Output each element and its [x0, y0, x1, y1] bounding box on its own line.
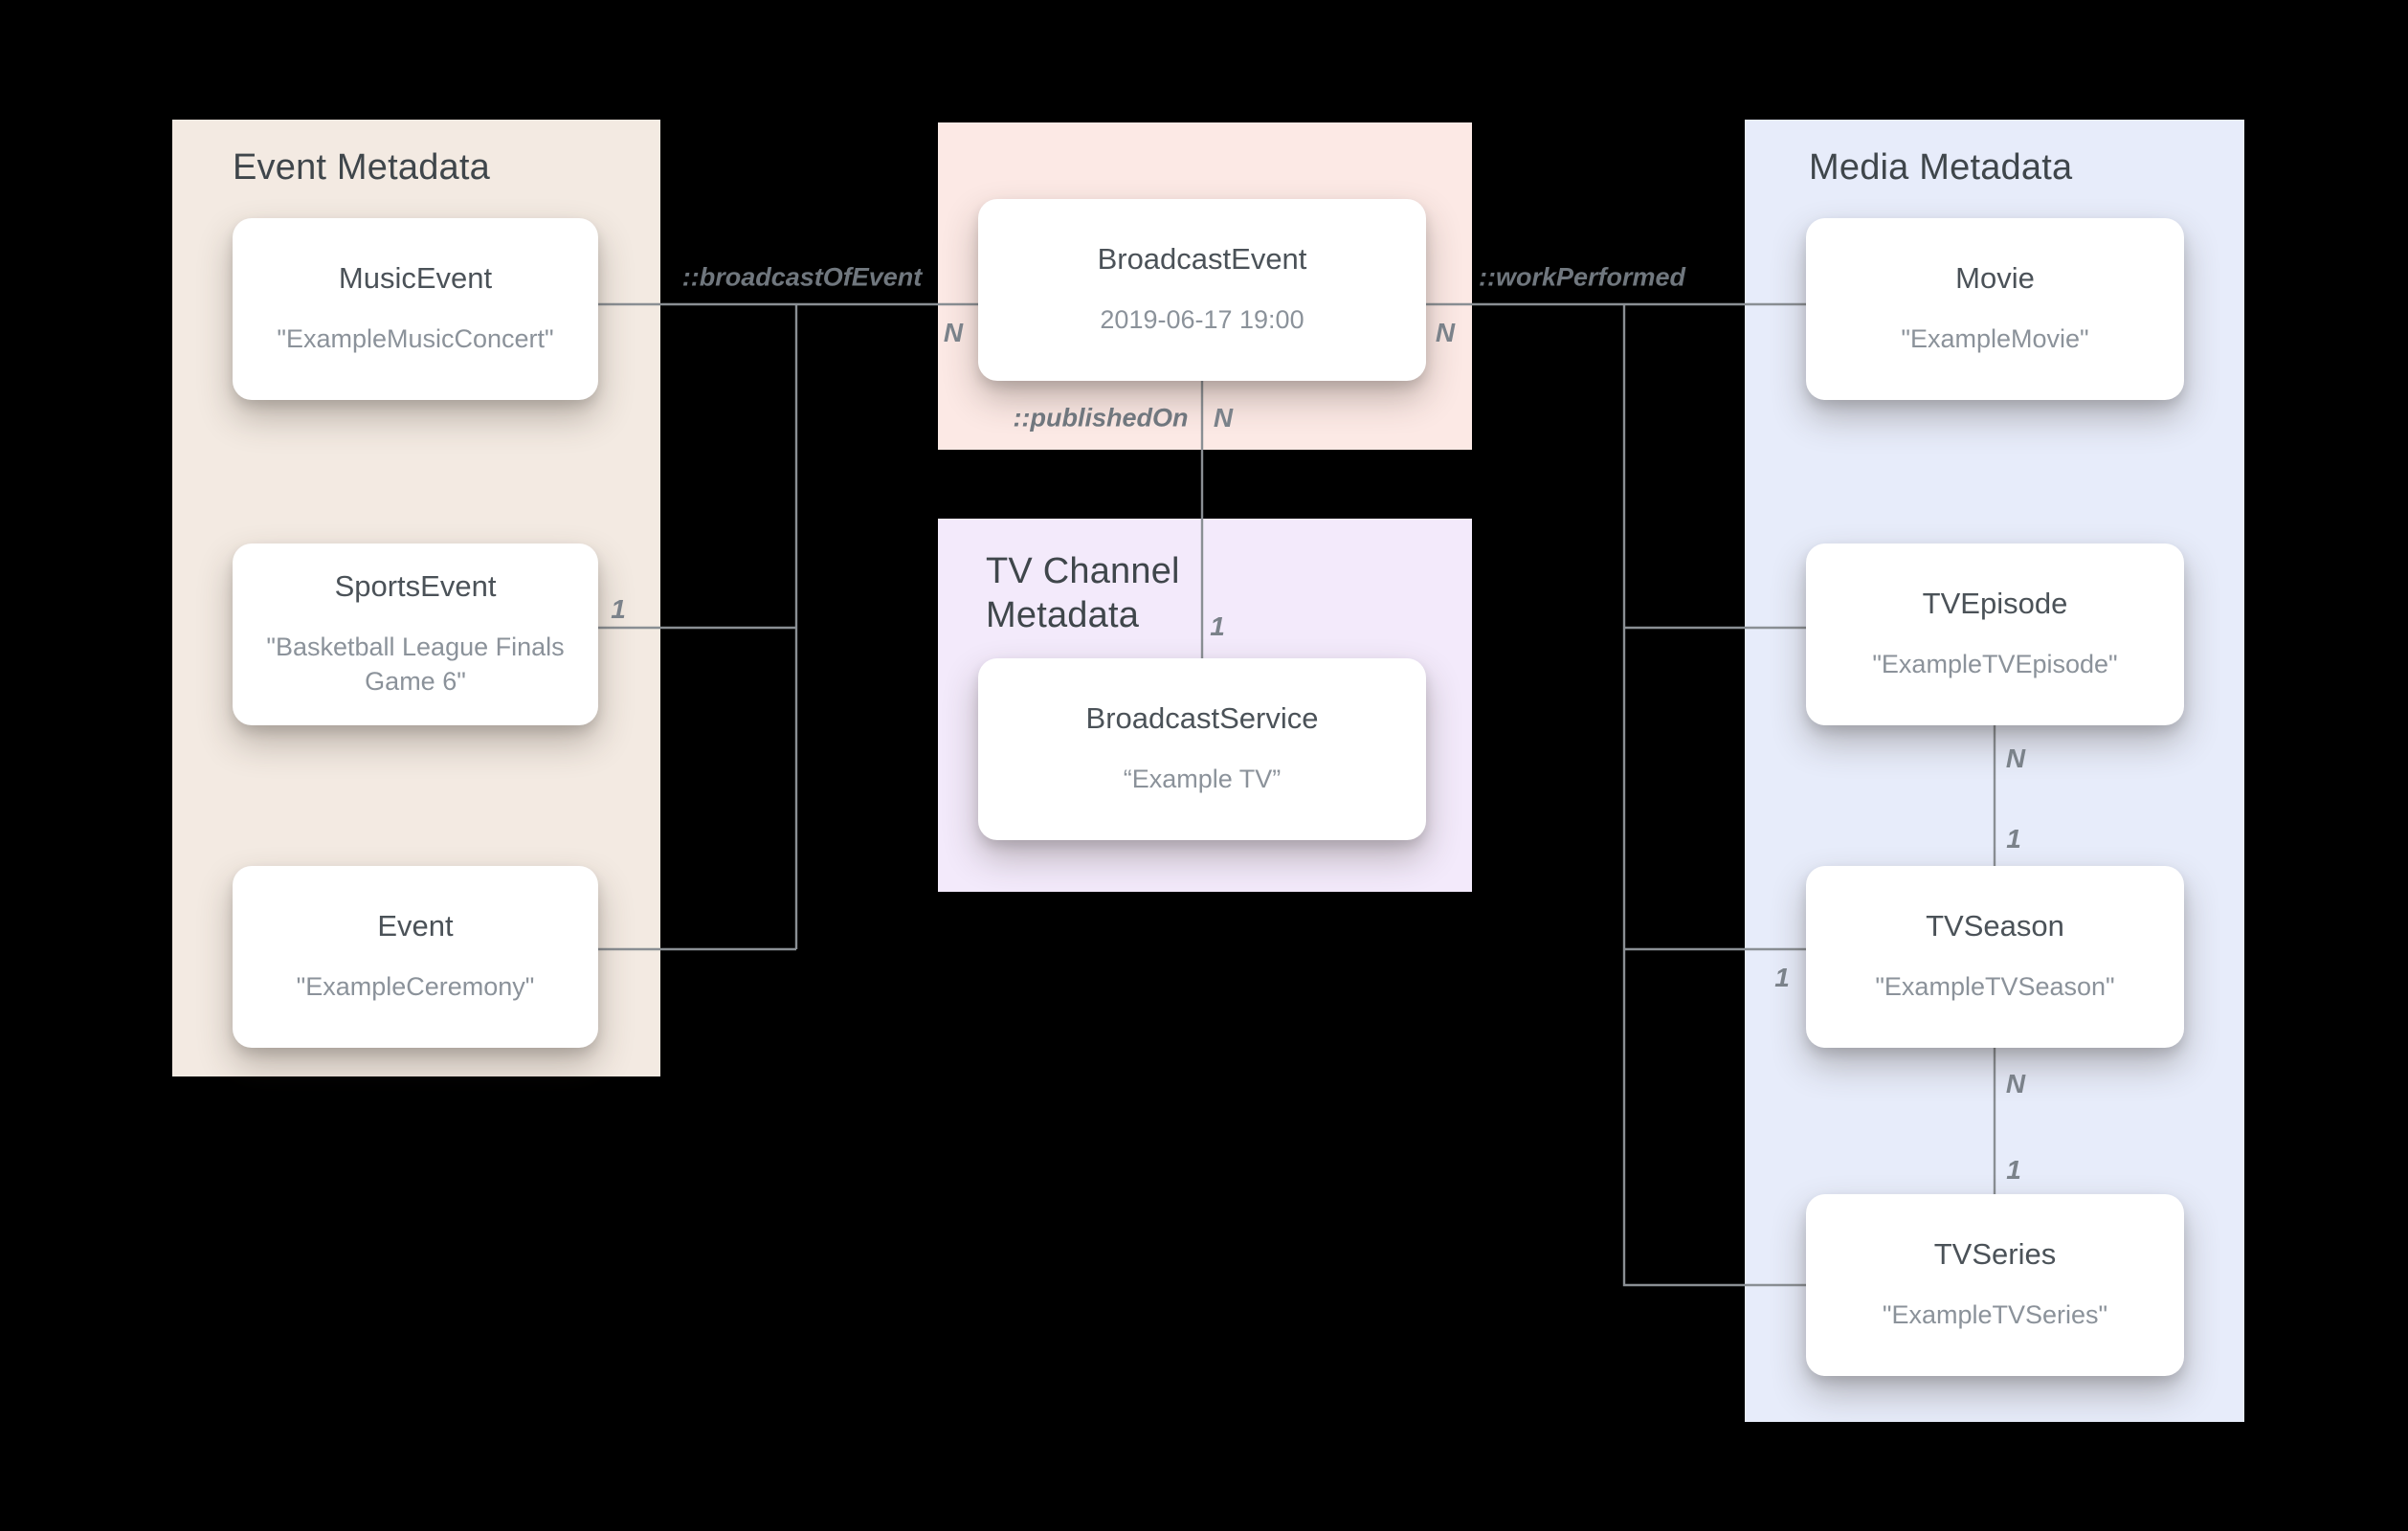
node-title: TVSeries — [1933, 1236, 2057, 1271]
media-metadata-title: Media Metadata — [1809, 147, 2073, 188]
node-subtitle: "ExampleCeremony" — [296, 971, 535, 1001]
cardinality-sportsevent-one: 1 — [611, 594, 626, 624]
node-title: TVEpisode — [1922, 586, 2068, 620]
node-subtitle: "ExampleMovie" — [1901, 323, 2089, 353]
node-title: BroadcastService — [1085, 700, 1319, 735]
node-title: MusicEvent — [338, 260, 493, 295]
cardinality-season-series-n: N — [2005, 1069, 2026, 1098]
cardinality-publishedon-one: 1 — [1210, 611, 1225, 641]
node-tvseason: TVSeason "ExampleTVSeason" — [1806, 866, 2184, 1048]
node-broadcastservice: BroadcastService “Example TV” — [978, 658, 1426, 840]
right-trunk-line — [1622, 304, 1806, 1287]
node-musicevent: MusicEvent "ExampleMusicConcert" — [233, 218, 598, 400]
node-title: Event — [377, 908, 454, 943]
node-tvepisode: TVEpisode "ExampleTVEpisode" — [1806, 544, 2184, 725]
cardinality-broadcastofevent-n: N — [943, 318, 964, 347]
node-subtitle: "ExampleTVEpisode" — [1872, 649, 2118, 678]
node-tvseries: TVSeries "ExampleTVSeries" — [1806, 1194, 2184, 1376]
cardinality-episode-season-n: N — [2005, 743, 2026, 773]
node-title: SportsEvent — [334, 568, 497, 603]
edge-label-broadcastofevent: ::broadcastOfEvent — [681, 262, 923, 292]
node-sportsevent: SportsEvent "Basketball League Finals Ga… — [233, 544, 598, 725]
node-subtitle: "ExampleTVSeason" — [1875, 971, 2115, 1001]
event-metadata-title: Event Metadata — [233, 147, 490, 188]
node-title: BroadcastEvent — [1097, 241, 1307, 276]
cardinality-tvseason-one: 1 — [1774, 963, 1790, 992]
node-subtitle: 2019-06-17 19:00 — [1100, 304, 1304, 334]
node-subtitle: “Example TV” — [1123, 764, 1282, 793]
node-title: Movie — [1955, 260, 2035, 295]
cardinality-episode-season-one: 1 — [2006, 824, 2021, 854]
node-title: TVSeason — [1926, 908, 2064, 943]
cardinality-season-series-one: 1 — [2006, 1155, 2021, 1185]
cardinality-workperformed-n: N — [1435, 318, 1456, 347]
edge-label-workperformed: ::workPerformed — [1478, 262, 1686, 292]
node-movie: Movie "ExampleMovie" — [1806, 218, 2184, 400]
cardinality-publishedon-n: N — [1213, 403, 1234, 433]
node-subtitle: "ExampleTVSeries" — [1882, 1299, 2108, 1329]
node-subtitle: "ExampleMusicConcert" — [277, 323, 554, 353]
tv-channel-metadata-title: TV Channel Metadata — [986, 551, 1180, 635]
node-subtitle: "Basketball League Finals Game 6" — [266, 632, 565, 697]
edge-label-publishedon: ::publishedOn — [1013, 403, 1189, 433]
node-broadcastevent: BroadcastEvent 2019-06-17 19:00 — [978, 199, 1426, 381]
node-event: Event "ExampleCeremony" — [233, 866, 598, 1048]
